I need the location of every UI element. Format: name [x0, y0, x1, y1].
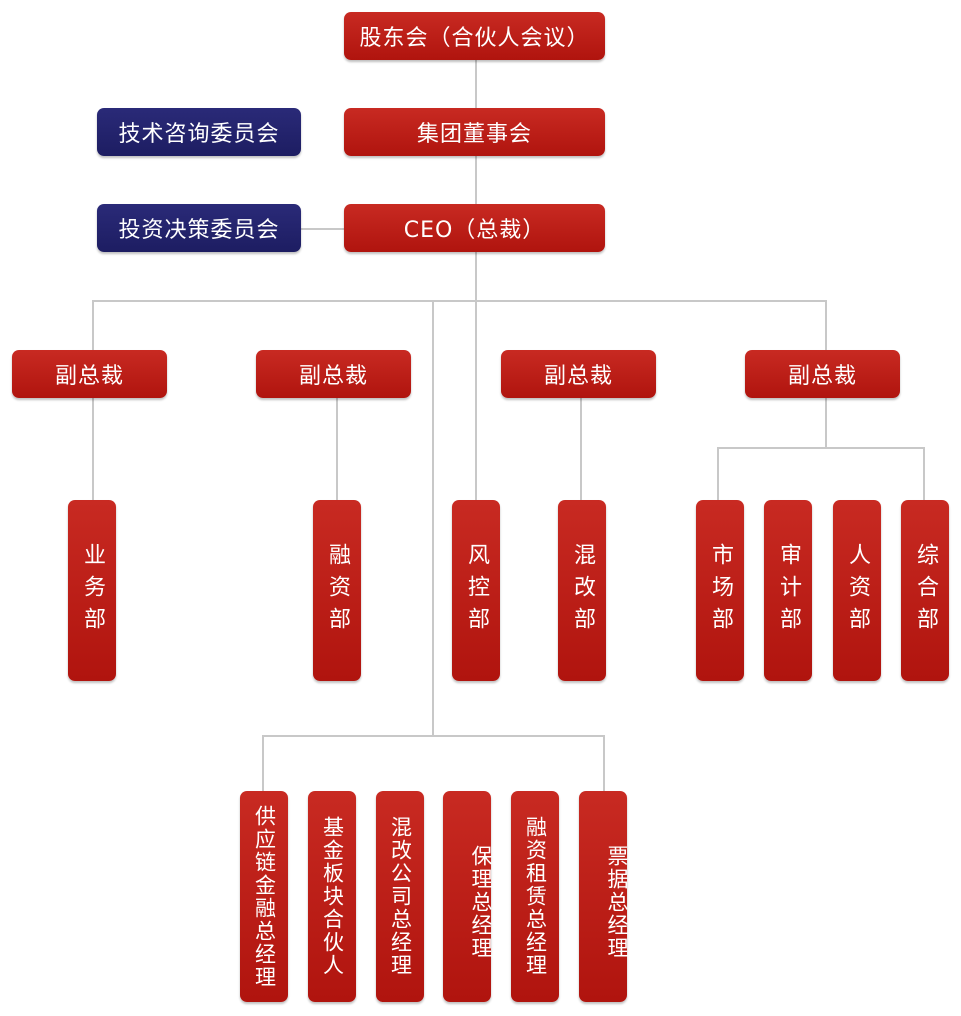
connector-market — [717, 447, 719, 502]
connector-vp4-drop — [825, 300, 827, 352]
manager-mixed-reform-company: 混改公司总经理 — [376, 791, 424, 1002]
connector-vp-bus — [92, 300, 827, 302]
connector-ceo-down — [475, 250, 477, 302]
manager-supply-chain: 供应链金融总经理 — [240, 791, 288, 1002]
manager-factoring: 保理总经理 — [443, 791, 493, 1002]
vp-box-4: 副总裁 — [745, 350, 900, 398]
connector-manager-trunk — [432, 300, 434, 736]
ceo-box: CEO（总裁） — [344, 204, 605, 252]
connector-manager-left — [262, 735, 264, 793]
vp-box-1: 副总裁 — [12, 350, 167, 398]
invest-committee-box: 投资决策委员会 — [97, 204, 301, 252]
dept-market: 市场部 — [696, 500, 744, 681]
dept-mixed-reform: 混改部 — [558, 500, 606, 681]
dept-risk: 风控部 — [452, 500, 500, 681]
dept-hr: 人资部 — [833, 500, 881, 681]
connector-manager-right — [603, 735, 605, 793]
connector-invest-ceo — [298, 228, 346, 230]
tech-committee-box: 技术咨询委员会 — [97, 108, 301, 156]
manager-fund: 基金板块合伙人 — [308, 791, 356, 1002]
connector-vp1-dept — [92, 396, 94, 502]
connector-vp4-down — [825, 396, 827, 448]
dept-general: 综合部 — [901, 500, 949, 681]
connector-vp1-drop — [92, 300, 94, 352]
vp-box-2: 副总裁 — [256, 350, 411, 398]
manager-notes: 票据总经理 — [579, 791, 629, 1002]
connector-vp4-bus — [717, 447, 925, 449]
dept-business: 业务部 — [68, 500, 116, 681]
connector-vp2-dept — [336, 396, 338, 502]
connector-vp3-dept — [580, 396, 582, 502]
dept-financing: 融资部 — [313, 500, 361, 681]
shareholders-box: 股东会（合伙人会议） — [344, 12, 605, 60]
connector-board-ceo — [475, 154, 477, 206]
connector-shareholders-board — [475, 58, 477, 110]
board-box: 集团董事会 — [344, 108, 605, 156]
connector-risk-drop — [475, 300, 477, 502]
connector-general — [923, 447, 925, 502]
manager-leasing: 融资租赁总经理 — [511, 791, 559, 1002]
vp-box-3: 副总裁 — [501, 350, 656, 398]
connector-manager-bus — [262, 735, 605, 737]
dept-audit: 审计部 — [764, 500, 812, 681]
